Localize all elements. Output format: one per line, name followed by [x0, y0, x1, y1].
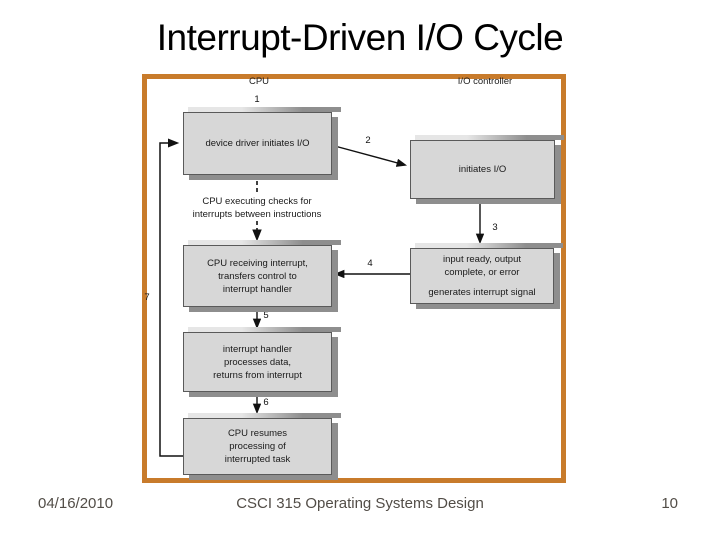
note-text-line: CPU executing checks for — [202, 196, 312, 207]
footer-course-title: CSCI 315 Operating Systems Design — [236, 495, 484, 512]
box-device-driver-initiates-io: device driver initiates I/O — [183, 107, 341, 175]
column-header-cpu: CPU — [248, 76, 270, 87]
box-text-line: processing of — [229, 441, 286, 452]
step-label-3: 3 — [492, 222, 498, 233]
box-text-line: CPU receiving interrupt, — [207, 257, 308, 269]
loop-line-step7 — [159, 138, 183, 457]
box-text-line: interrupt handler — [222, 283, 293, 295]
step-label-4: 4 — [367, 258, 373, 269]
diagram-frame: CPU I/O controller 1 2 3 4 5 6 7 device … — [142, 74, 566, 483]
box-cpu-resumes-processing: CPU resumes processing of interrupted ta… — [183, 413, 341, 475]
box-text-line: interrupted task — [224, 454, 291, 465]
box-text-line: CPU resumes — [227, 428, 288, 439]
note-cpu-executing-checks: CPU executing checks for interrupts betw… — [169, 196, 345, 221]
step-label-6: 6 — [263, 397, 269, 408]
box-text-line: processes data, — [223, 356, 292, 368]
column-header-io-controller: I/O controller — [457, 76, 513, 87]
box-text-line: interrupt handler — [222, 343, 293, 355]
box-text-line: generates interrupt signal — [428, 287, 536, 298]
step-label-7: 7 — [144, 292, 150, 303]
footer-page-number: 10 — [661, 495, 678, 512]
step-label-5: 5 — [263, 310, 269, 321]
box-io-controller-initiates-io: initiates I/O — [410, 135, 564, 199]
step-label-2: 2 — [365, 135, 371, 146]
box-text-line: device driver initiates I/O — [205, 138, 310, 149]
box-text-line: initiates I/O — [458, 164, 507, 175]
box-cpu-receiving-interrupt: CPU receiving interrupt, transfers contr… — [183, 240, 341, 307]
arrow-step2 — [330, 144, 408, 167]
box-interrupt-handler-processes: interrupt handler processes data, return… — [183, 327, 341, 392]
step-label-1: 1 — [254, 94, 260, 105]
note-text-line: interrupts between instructions — [192, 208, 322, 220]
box-text-line: transfers control to — [218, 270, 297, 282]
box-text-line: complete, or error — [444, 267, 520, 278]
box-text-line: returns from interrupt — [213, 369, 302, 381]
box-text-line: input ready, output — [443, 254, 521, 265]
box-io-status-interrupt-signal: input ready, output complete, or error g… — [410, 243, 563, 304]
slide-title: Interrupt-Driven I/O Cycle — [156, 17, 564, 58]
footer-date: 04/16/2010 — [38, 495, 114, 512]
